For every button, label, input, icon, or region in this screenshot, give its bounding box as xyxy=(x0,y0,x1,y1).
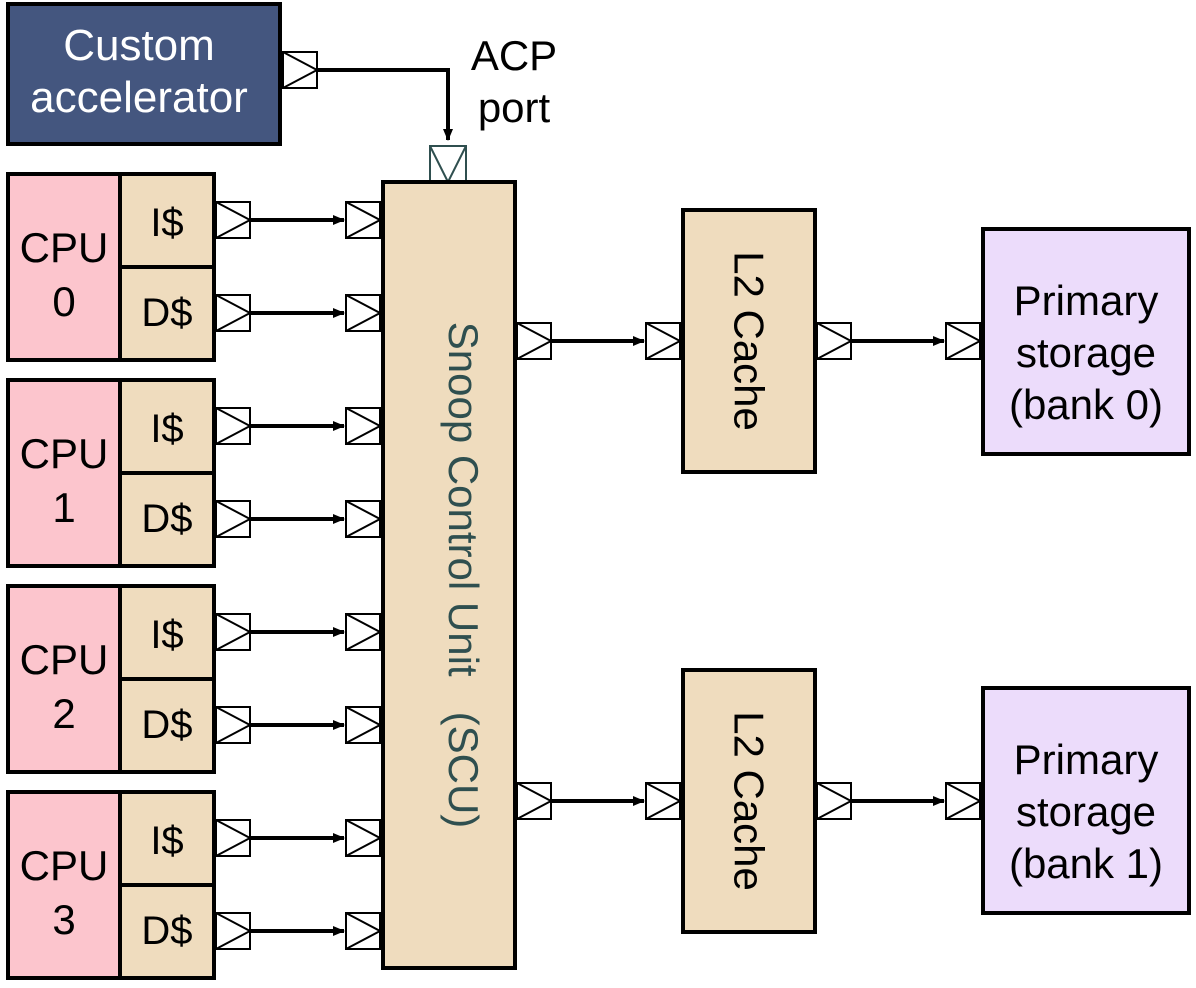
cpu-0-label-line2: 0 xyxy=(52,278,75,325)
cpu-2-icache-out-port xyxy=(215,613,253,651)
storage-1-label-line3: (bank 1) xyxy=(1009,840,1163,887)
cpu-1-icache-label: I$ xyxy=(150,407,183,451)
l2-cache-1 xyxy=(681,668,817,934)
scu-in-port-cpu1-i xyxy=(345,407,383,445)
cpu-3-label-line1: CPU xyxy=(20,842,109,889)
cpu-0-dcache xyxy=(118,265,216,362)
accelerator-label-line1: Custom xyxy=(63,21,215,70)
cpu-3-icache-label: I$ xyxy=(150,819,183,863)
cpu-3-icache-out-port xyxy=(215,819,253,857)
scu-in-port-cpu1-d xyxy=(345,500,383,538)
cpu-3-dcache-out-port xyxy=(215,912,253,950)
cpu-2-icache xyxy=(118,584,216,681)
cpu-2-dcache xyxy=(118,677,216,774)
cpu-0-dcache-label: D$ xyxy=(141,291,192,335)
l2-cache-0 xyxy=(681,208,817,474)
cpu-0-dcache-out-port xyxy=(215,294,253,332)
l2-cache-0-label: L2 Cache xyxy=(726,251,773,431)
cpu-0-icache-out-port xyxy=(215,201,253,239)
accelerator-label-line2: accelerator xyxy=(30,73,248,122)
cpu-0-icache xyxy=(118,172,216,269)
storage-0-in-port xyxy=(945,322,983,360)
cpu-2-label-line1: CPU xyxy=(20,636,109,683)
scu-label: Snoop Control Unit (SCU) xyxy=(440,322,487,829)
storage-1-label-line1: Primary xyxy=(1014,736,1159,783)
cpu-2-dcache-label: D$ xyxy=(141,703,192,747)
storage-0-label-line3: (bank 0) xyxy=(1009,381,1163,428)
cpu-1-dcache-label: D$ xyxy=(141,497,192,541)
l2-1-out-port xyxy=(816,782,854,820)
scu-out-port-0 xyxy=(516,322,554,360)
primary-storage-0 xyxy=(981,227,1191,456)
cpu-2-icache-label: I$ xyxy=(150,613,183,657)
cpu-1-block: CPU 1 I$ D$ xyxy=(6,378,383,568)
cpu-3-icache xyxy=(118,790,216,887)
cpu-0-label-line1: CPU xyxy=(20,224,109,271)
snoop-control-unit: Snoop Control Unit (SCU) xyxy=(381,180,517,970)
storage-0-label-line1: Primary xyxy=(1014,277,1159,324)
storage-1-in-port xyxy=(945,782,983,820)
cpu-1-dcache-out-port xyxy=(215,500,253,538)
cpu-1-icache-out-port xyxy=(215,407,253,445)
acp-port xyxy=(429,145,467,185)
acp-connection xyxy=(317,68,453,141)
cpu-2-label-line2: 2 xyxy=(52,690,75,737)
cpu-1-icache xyxy=(118,378,216,475)
acp-label-line1: ACP xyxy=(471,32,557,79)
cpu-1-dcache xyxy=(118,471,216,568)
cpu-1-label-line1: CPU xyxy=(20,430,109,477)
cpu-0-block: CPU 0 I$ D$ xyxy=(6,172,383,362)
scu-in-port-cpu3-d xyxy=(345,912,383,950)
cpu-1-label-line2: 1 xyxy=(52,484,75,531)
l2-bank-1: L2 Cache Primary storage (bank 1) xyxy=(516,668,1191,934)
storage-0-label-line2: storage xyxy=(1016,329,1156,376)
scu-out-port-1 xyxy=(516,782,554,820)
primary-storage-1 xyxy=(981,686,1191,915)
l2-cache-1-label: L2 Cache xyxy=(726,711,773,891)
cpu-3-label-line2: 3 xyxy=(52,896,75,943)
l2-0-out-port xyxy=(816,322,854,360)
acp-label-line2: port xyxy=(478,84,551,131)
cpu-3-block: CPU 3 I$ D$ xyxy=(6,790,383,980)
accelerator-port xyxy=(282,51,320,89)
storage-1-label-line2: storage xyxy=(1016,788,1156,835)
scu-in-port-cpu2-i xyxy=(345,613,383,651)
cpu-3-dcache xyxy=(118,883,216,980)
scu-in-port-cpu0-i xyxy=(345,201,383,239)
scu-in-port-cpu2-d xyxy=(345,706,383,744)
custom-accelerator-block: Custom accelerator xyxy=(6,2,282,146)
scu-in-port-cpu3-i xyxy=(345,819,383,857)
l2-1-in-port xyxy=(645,782,683,820)
cpu-2-block: CPU 2 I$ D$ xyxy=(6,584,383,774)
l2-0-in-port xyxy=(645,322,683,360)
scu-in-port-cpu0-d xyxy=(345,294,383,332)
cpu-3-dcache-label: D$ xyxy=(141,909,192,953)
l2-bank-0: L2 Cache Primary storage (bank 0) xyxy=(516,208,1191,474)
cpu-0-icache-label: I$ xyxy=(150,201,183,245)
cpu-2-dcache-out-port xyxy=(215,706,253,744)
